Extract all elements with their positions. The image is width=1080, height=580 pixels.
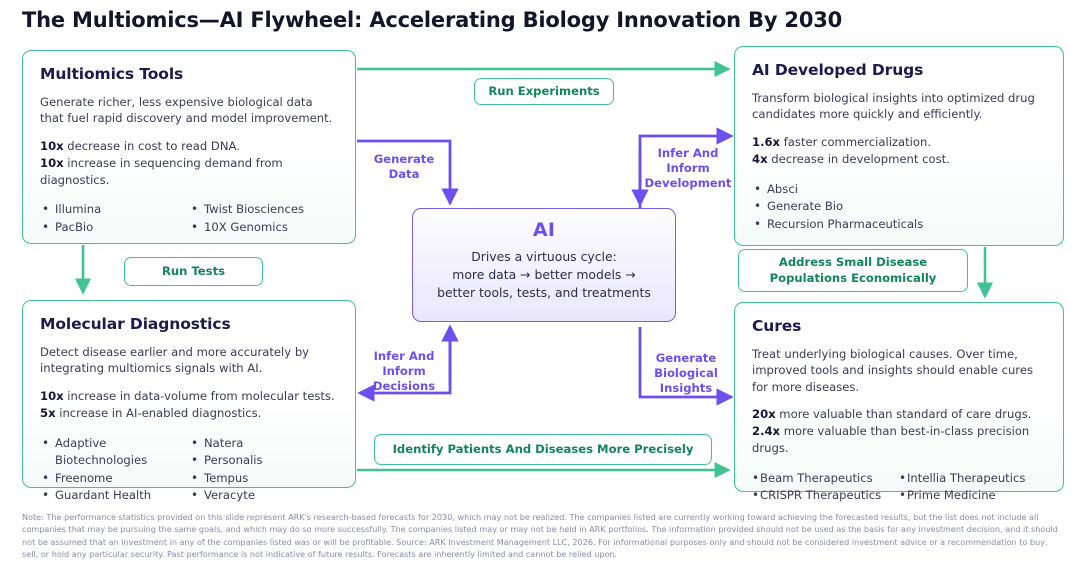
stat-text: increase in sequencing demand from diagn… [40,155,283,187]
card-stats: 1.6x faster commercialization. 4x decrea… [752,134,1046,168]
company-list-item: Generate Bio [752,197,1046,216]
company-lists: Beam TherapeuticsCRISPR Therapeutics Int… [752,457,1046,505]
stat-value: 5x [40,405,56,420]
company-list-item: Veracyte [189,486,338,505]
company-list-item: Guardant Health [40,486,189,505]
pill-run-tests[interactable]: Run Tests [124,257,263,286]
pill-identify-patients[interactable]: Identify Patients And Diseases More Prec… [374,434,712,465]
card-stats: 20x more valuable than standard of care … [752,406,1046,456]
stat-value: 2.4x [752,424,781,439]
label-infer-and-inform-development: Infer And Inform Development [644,146,732,190]
label-generate-data: Generate Data [373,152,435,181]
company-list-item: Illumina [40,200,189,219]
company-list-item: PacBio [40,218,189,237]
ai-box-line-3: better tools, tests, and treatments [437,284,651,300]
stat-text: increase in data-volume from molecular t… [63,388,335,403]
card-heading: Molecular Diagnostics [40,315,231,333]
company-list-item: Natera [189,434,338,453]
company-list-left: Adaptive BiotechnologiesFreenomeGuardant… [40,433,189,505]
company-list-item: Personalis [189,451,338,470]
company-list-left: IlluminaPacBio [40,200,189,237]
card-heading: AI Developed Drugs [752,61,924,79]
stat-text: more valuable than standard of care drug… [775,407,1032,422]
label-infer-and-inform-decisions: Infer And Inform Decisions [372,349,436,393]
company-list-right: Twist Biosciences10X Genomics [189,200,338,237]
company-list-item: Twist Biosciences [189,200,338,219]
stat-value: 10x [40,138,64,153]
company-list-item: 10X Genomics [189,218,338,237]
card-cures[interactable]: Cures Treat underlying biological causes… [734,302,1064,504]
ai-center-box[interactable]: AI Drives a virtuous cycle: more data → … [412,208,676,322]
stat-text: faster commercialization. [780,134,931,149]
card-stats: 10x increase in data-volume from molecul… [40,388,338,422]
stat-value: 10x [40,388,64,403]
ai-box-subtitle: Drives a virtuous cycle: more data → bet… [413,248,675,302]
company-list-right: NateraPersonalisTempusVeracyte [189,434,338,505]
stat-value: 20x [752,407,776,422]
company-list-item: Adaptive Biotechnologies [40,433,189,470]
card-description: Transform biological insights into optim… [752,91,1035,122]
card-ai-developed-drugs[interactable]: AI Developed Drugs Transform biological … [734,46,1064,246]
card-description: Generate richer, less expensive biologic… [40,95,333,126]
footnote-disclaimer: Note: The performance statistics provide… [22,512,1058,559]
ai-box-title: AI [532,219,556,241]
company-list-left: Beam TherapeuticsCRISPR Therapeutics [752,469,899,505]
label-generate-biological-insights: Generate Biological Insights [654,351,718,395]
arrow-generate-biological-insights [638,327,734,406]
company-list-item: Recursion Pharmaceuticals [752,215,1046,234]
company-list-item: Absci [752,180,1046,199]
card-molecular-diagnostics[interactable]: Molecular Diagnostics Detect disease ear… [22,300,356,504]
company-list-item: Freenome [40,469,189,488]
page-title: The Multiomics—AI Flywheel: Accelerating… [22,8,843,32]
card-heading: Multiomics Tools [40,65,184,83]
card-heading: Cures [752,317,802,335]
company-list-item: Tempus [189,469,338,488]
ai-box-line-2: more data → better models → [452,266,636,282]
stat-text: more valuable than best-in-class precisi… [752,424,1030,455]
company-lists: IlluminaPacBio Twist Biosciences10X Geno… [40,188,338,236]
card-description: Treat underlying biological causes. Over… [752,347,1033,394]
stat-value: 10x [40,155,64,170]
stat-text: decrease in cost to read DNA. [63,138,240,153]
company-list-item: Beam Therapeutics [752,469,899,488]
company-lists: AbsciGenerate BioRecursion Pharmaceutica… [752,168,1046,234]
card-description: Detect disease earlier and more accurate… [40,345,310,376]
card-stats: 10x decrease in cost to read DNA. 10x in… [40,138,338,188]
company-lists: Adaptive BiotechnologiesFreenomeGuardant… [40,422,338,505]
pill-run-experiments[interactable]: Run Experiments [474,78,614,105]
company-list-item: Prime Medicine [899,486,1046,505]
stat-value: 4x [752,151,768,166]
company-list-right: Intellia TherapeuticsPrime Medicine [899,469,1046,505]
company-list-item: CRISPR Therapeutics [752,486,899,505]
pill-address-small-disease-populations[interactable]: Address Small Disease Populations Econom… [738,249,968,292]
company-list-item: Intellia Therapeutics [899,469,1046,488]
arrow-generate-data [357,139,459,206]
stat-text: decrease in development cost. [767,151,950,166]
ai-box-line-1: Drives a virtuous cycle: [471,249,617,264]
stat-text: increase in AI-enabled diagnostics. [55,405,262,420]
card-multiomics-tools[interactable]: Multiomics Tools Generate richer, less e… [22,50,356,244]
company-list-left: AbsciGenerate BioRecursion Pharmaceutica… [752,180,1046,234]
stat-value: 1.6x [752,134,781,149]
